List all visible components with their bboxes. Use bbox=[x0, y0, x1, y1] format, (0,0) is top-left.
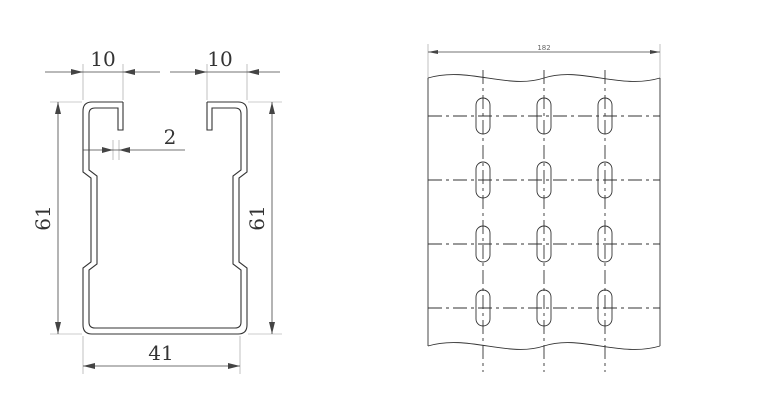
slot-hole bbox=[597, 225, 613, 263]
arrow-face-width-right bbox=[650, 50, 660, 54]
arrow-height-right-bottom bbox=[269, 322, 275, 334]
dim-label-lip-right: 10 bbox=[207, 47, 232, 71]
slot-hole bbox=[475, 225, 491, 263]
arrow-wall-b bbox=[119, 147, 130, 153]
dim-label-lip-left: 10 bbox=[90, 47, 115, 71]
dim-label-height-left: 61 bbox=[31, 205, 55, 230]
slot-hole bbox=[536, 161, 552, 199]
slot-hole bbox=[475, 161, 491, 199]
arrow-left-lip-b bbox=[123, 69, 135, 75]
arrow-wall-a bbox=[102, 147, 113, 153]
slot-hole bbox=[597, 161, 613, 199]
slot-hole bbox=[597, 97, 613, 135]
slot-hole bbox=[536, 97, 552, 135]
profile-outline-inner bbox=[82, 101, 248, 335]
dim-label-height-right: 61 bbox=[245, 205, 269, 230]
perforated-face: 182 bbox=[427, 44, 661, 372]
slot-hole bbox=[597, 289, 613, 327]
arrow-right-lip-b bbox=[247, 69, 259, 75]
dim-label-width: 41 bbox=[148, 341, 173, 365]
arrow-width-left bbox=[83, 363, 95, 369]
slot-hole bbox=[475, 289, 491, 327]
arrow-height-left-top bbox=[55, 102, 61, 114]
slot-grid bbox=[475, 97, 613, 327]
dim-label-face-width: 182 bbox=[537, 44, 550, 52]
profile-outline-outer bbox=[88, 102, 242, 329]
arrow-left-lip-a bbox=[71, 69, 83, 75]
slot-hole bbox=[536, 225, 552, 263]
dim-label-wall-thickness: 2 bbox=[164, 125, 177, 149]
arrow-height-right-top bbox=[269, 102, 275, 114]
arrow-face-width-left bbox=[428, 50, 438, 54]
arrow-height-left-bottom bbox=[55, 322, 61, 334]
slot-hole bbox=[475, 97, 491, 135]
arrow-right-lip-a bbox=[195, 69, 207, 75]
arrow-width-right bbox=[228, 363, 240, 369]
profile-section: 10 10 2 61 61 41 bbox=[31, 47, 282, 374]
slot-hole bbox=[536, 289, 552, 327]
